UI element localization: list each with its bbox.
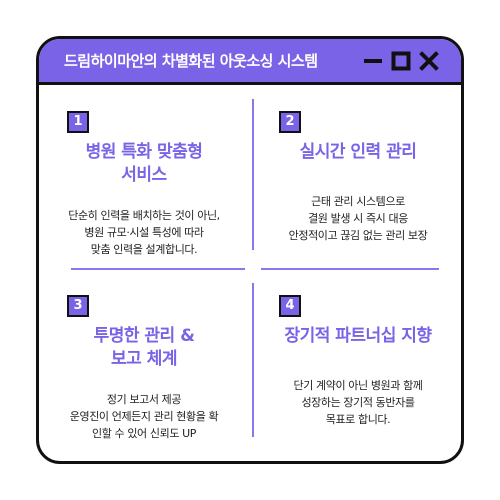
- minimize-button[interactable]: [363, 51, 383, 71]
- close-button[interactable]: [419, 51, 439, 71]
- feature-title: 투명한 관리 & 보고 체계: [93, 326, 195, 369]
- feature-title: 실시간 인력 관리: [299, 142, 417, 162]
- number-badge: 4: [279, 295, 301, 317]
- feature-title: 장기적 파트너십 지향: [284, 326, 432, 346]
- minimize-icon: [364, 59, 382, 63]
- feature-description: 단순히 인력을 배치하는 것이 아닌, 병원 규모·시설 특성에 따라 맞춤 인…: [68, 209, 220, 256]
- maximize-icon: [391, 51, 411, 71]
- feature-description: 정기 보고서 제공 운영진이 언제든지 관리 현황을 확 인할 수 있어 신뢰도…: [69, 393, 219, 440]
- maximize-button[interactable]: [391, 51, 411, 71]
- feature-title: 병원 특화 맞춤형 서비스: [85, 142, 203, 185]
- number-badge: 1: [67, 111, 89, 133]
- app-window: 드림하이마안의 차별화된 아웃소싱 시스템: [36, 36, 464, 464]
- feature-description: 단기 계약이 아닌 병원과 함께 성장하는 장기적 동반자를 목표로 합니다.: [293, 379, 423, 426]
- close-icon: [419, 51, 439, 71]
- vertical-divider-top: [252, 99, 254, 250]
- title-bar: 드림하이마안의 차별화된 아웃소싱 시스템: [39, 39, 461, 85]
- horizontal-divider-left: [71, 268, 245, 270]
- feature-description: 근태 관리 시스템으로 결원 발생 시 즉시 대응 안정적이고 끊김 없는 관리…: [288, 195, 428, 242]
- number-badge: 3: [67, 295, 89, 317]
- number-badge: 2: [279, 111, 301, 133]
- vertical-divider-bottom: [252, 283, 254, 437]
- window-title: 드림하이마안의 차별화된 아웃소싱 시스템: [64, 52, 318, 70]
- horizontal-divider-right: [261, 268, 439, 270]
- feature-grid: 1 병원 특화 맞춤형 서비스 단순히 인력을 배치하는 것이 아닌, 병원 규…: [39, 85, 461, 461]
- window-controls: [363, 50, 439, 72]
